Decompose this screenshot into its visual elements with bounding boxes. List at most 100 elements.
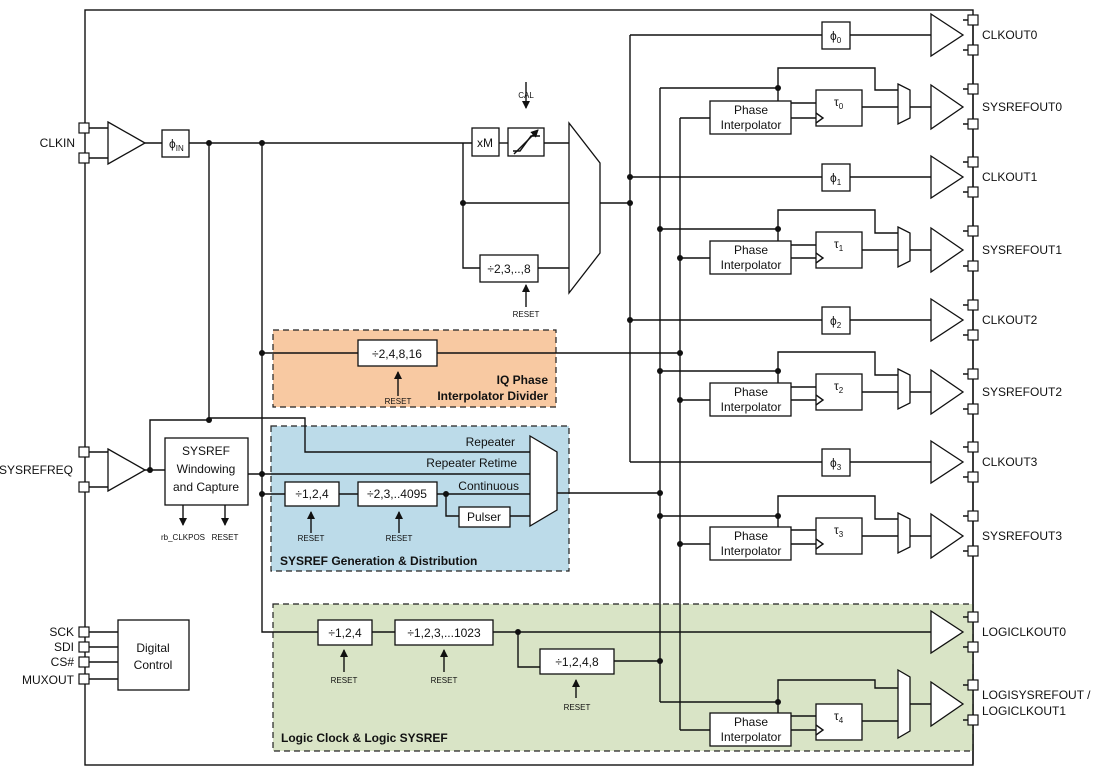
phase-interpolator-1 [709,240,792,275]
pulser-label: Pulser [467,510,501,524]
phi-in-symbol: ϕ [169,137,176,151]
sysref-channel-0: Phase Interpolator τ0 [709,82,911,135]
phase-interpolator-3-line1: Phase [734,529,768,543]
svg-text:τ4: τ4 [834,709,844,725]
iq-reset-label: RESET [385,397,412,406]
tau1-symbol: τ [834,237,839,251]
sysref-div2-reset-label: RESET [386,534,413,543]
clock-mux [568,121,601,295]
sysref-windowing-line2: Windowing [177,462,236,476]
logiclkout0-buffer [930,609,965,655]
tau0-clock-notch [815,112,825,124]
svg-text:τ1: τ1 [834,237,844,253]
svg-text:ϕIN: ϕIN [169,137,184,153]
sysrefout1-mux [897,225,911,269]
sysrefout3-buffer [930,512,965,560]
sysref-windowing-line1: SYSREF [182,444,230,458]
phi-in-block [161,129,190,158]
phase-interpolator-2-line1: Phase [734,385,768,399]
tau2-clock-notch [815,394,825,406]
phi3-sub: 3 [837,463,842,472]
tau3-symbol: τ [834,523,839,537]
logic-clock-title: Logic Clock & Logic SYSREF [281,731,448,745]
sysrefout0-mux [897,82,911,126]
phase-interpolator-3 [709,526,792,561]
phase-interpolator-1-line2: Interpolator [721,258,782,272]
tau1-clock-notch [815,252,825,264]
sysref-windowing-block [164,437,249,506]
tau2-sub: 2 [839,386,844,395]
phase-interpolator-1-line1: Phase [734,243,768,257]
iq-title-line2: Interpolator Divider [437,389,548,403]
tau0-block [815,89,863,127]
tau4-block [815,703,863,741]
phase-interpolator-2-line2: Interpolator [721,400,782,414]
phase-interpolator-4-line2: Interpolator [721,730,782,744]
xm-label: xM [477,136,493,150]
iq-title-line1: IQ Phase [497,373,549,387]
tau0-symbol: τ [834,95,839,109]
tau4-symbol: τ [834,709,839,723]
phase-interpolator-3-line2: Interpolator [721,544,782,558]
sck-label: SCK [49,625,74,639]
svg-text:ϕ3: ϕ3 [830,456,842,472]
logic-div3-block [539,648,615,675]
logic-div3-reset-label: RESET [564,703,591,712]
sck-pin [78,626,90,638]
phi-in-sub: IN [176,144,184,153]
logic-div2-reset-label: RESET [431,676,458,685]
phi0-sub: 0 [837,36,842,45]
sysref-div1-reset-label: RESET [298,534,325,543]
repeater-label: Repeater [466,435,515,449]
sysrefout3-mux [897,511,911,555]
sdi-label: SDI [54,640,74,654]
phi3-block [821,448,851,477]
tau1-block [815,231,863,269]
sysrefout2-label: SYSREFOUT2 [982,385,1062,399]
clkout1-label: CLKOUT1 [982,170,1038,184]
logisysrefout-buffer [930,680,965,728]
phi3-symbol: ϕ [830,456,837,470]
prescaler-reset-label: RESET [513,310,540,319]
logic-clock-section [272,603,974,752]
phi2-symbol: ϕ [830,314,837,328]
sysref-channel-2: Phase Interpolator τ2 [709,367,911,417]
phase-interpolator-0-line2: Interpolator [721,118,782,132]
sysrefout1-buffer [930,226,965,274]
svg-text:τ2: τ2 [834,379,844,395]
clkout-phase-blocks: ϕ0 ϕ1 ϕ2 ϕ3 [821,21,851,477]
phi2-block [821,306,851,335]
svg-text:ϕ1: ϕ1 [830,171,842,187]
sysref-mux [529,434,558,528]
prescaler-divider-label: ÷2,3,..,8 [487,262,531,276]
clkin-buffer [107,120,147,166]
clkout2-buffer [930,297,965,343]
sysrefreq-pin-n [78,481,90,493]
digital-control-block [117,619,190,691]
phase-interpolator-4 [709,712,792,747]
logic-div1-label: ÷1,2,4 [328,626,362,640]
phase-interpolator-0-line1: Phase [734,103,768,117]
phi0-block [821,21,851,50]
sysrefreq-pin-p [78,446,90,458]
output-buffers [930,12,965,728]
tau3-block [815,517,863,555]
logisysrefout-label-line1: LOGISYSREFOUT / [982,688,1091,702]
sysref-generation-title: SYSREF Generation & Distribution [280,554,477,568]
svg-text:τ0: τ0 [834,95,844,111]
sysref-div1-label: ÷1,2,4 [295,487,329,501]
sysrefreq-label: SYSREFREQ [0,463,73,477]
svg-text:ϕ2: ϕ2 [830,314,842,330]
sysrefout3-label: SYSREFOUT3 [982,529,1062,543]
sdi-pin [78,641,90,653]
phi1-symbol: ϕ [830,171,837,185]
clkin-label: CLKIN [40,136,75,150]
tau1-sub: 1 [839,244,844,253]
sysrefout2-buffer [930,368,965,416]
sysref-div2-block [357,481,438,507]
phi2-sub: 2 [837,321,842,330]
tau3-sub: 3 [839,530,844,539]
tau4-sub: 4 [839,716,844,725]
logic-div2-block [394,619,494,646]
